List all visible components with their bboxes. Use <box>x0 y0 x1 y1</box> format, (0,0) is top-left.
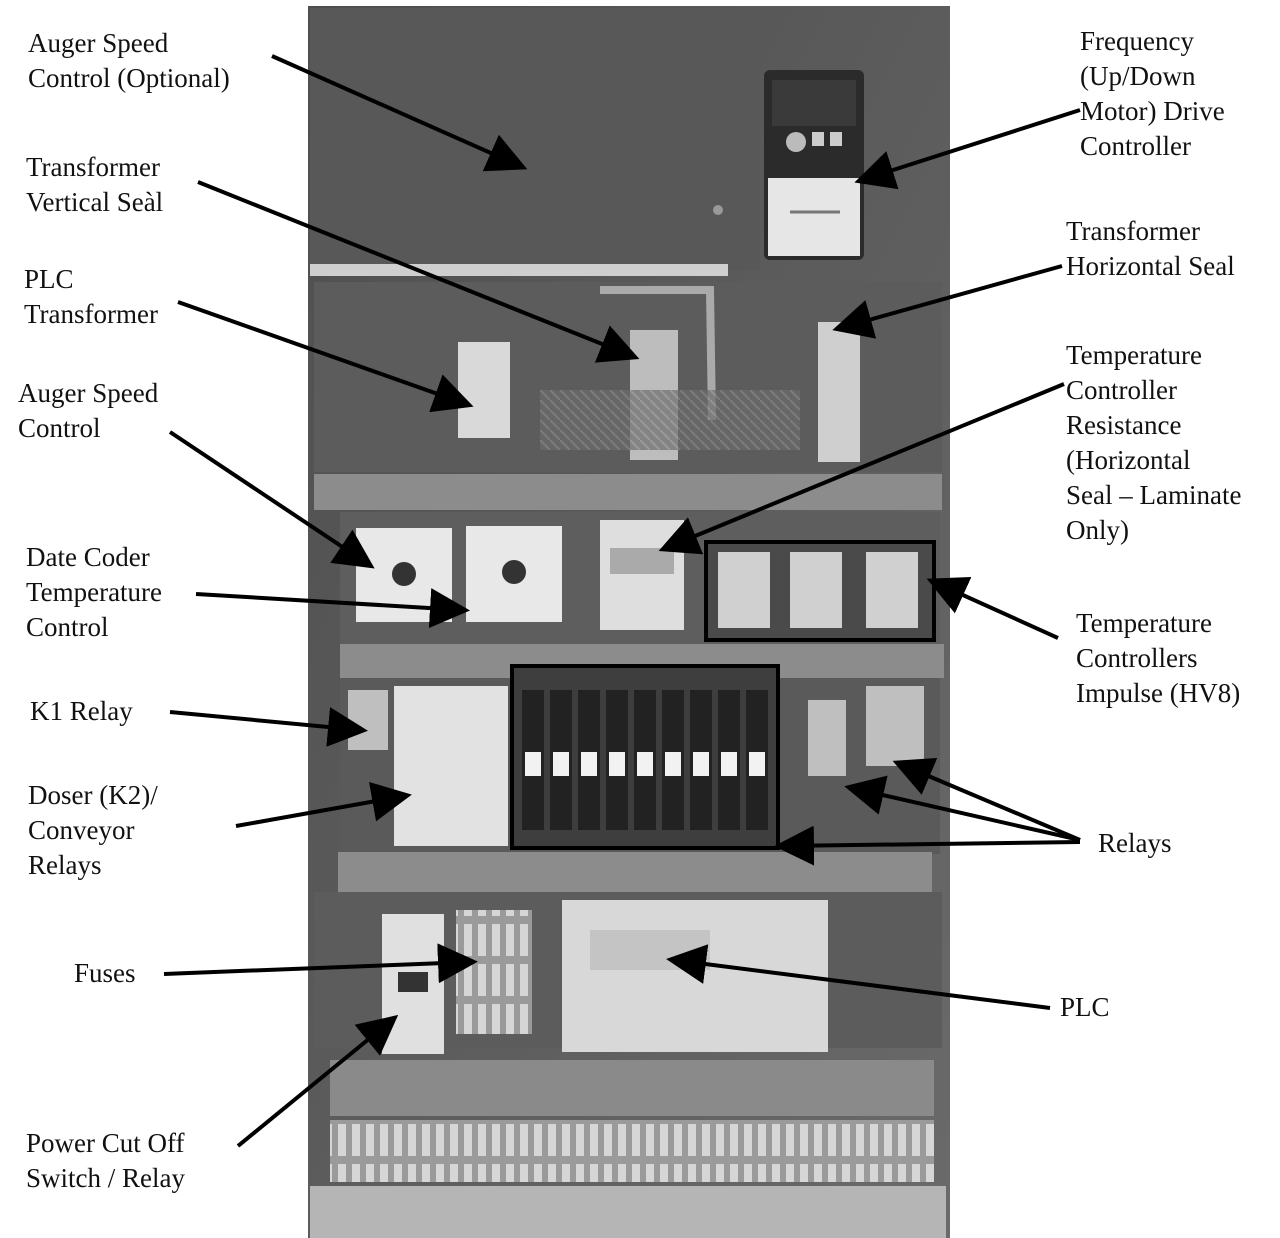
label-line: Control <box>26 612 109 642</box>
arrow-relays-3 <box>774 825 1081 866</box>
label-line: Vertical Seàl <box>26 187 164 217</box>
relay-window <box>693 752 709 776</box>
wire-duct <box>330 1060 934 1116</box>
relay-window <box>637 752 653 776</box>
frequency-drive-unit <box>764 70 864 260</box>
label-line: Relays <box>1098 828 1172 858</box>
label-line: Fuses <box>74 958 136 988</box>
label-line: Temperature <box>26 577 163 607</box>
relay-window <box>721 752 737 776</box>
label-plc: PLC <box>1060 990 1110 1025</box>
label-line: Control (Optional) <box>28 63 230 93</box>
arrow-k1-relay <box>169 707 368 747</box>
label-line: Transformer <box>24 299 158 329</box>
doser-conveyor-relays-unit <box>394 686 508 846</box>
label-line: Controller <box>1080 131 1191 161</box>
relay-window <box>609 752 625 776</box>
label-line: Transformer <box>26 152 160 182</box>
arrow-relays-1 <box>844 775 1081 842</box>
arrow-temp-impulse <box>926 576 1059 640</box>
label-line: Resistance <box>1066 410 1182 440</box>
label-line: Only) <box>1066 515 1129 545</box>
label-line: Switch / Relay <box>26 1163 185 1193</box>
arrow-power-cutoff <box>236 1014 399 1148</box>
arrow-auger-speed-optional <box>271 54 528 172</box>
label-line: (Horizontal <box>1066 445 1191 475</box>
label-line: Frequency <box>1080 26 1194 56</box>
arrow-fuses <box>163 943 478 984</box>
label-line: Controllers <box>1076 643 1198 673</box>
relay-unit <box>866 686 924 766</box>
rail <box>314 474 942 510</box>
label-line: Conveyor <box>28 815 135 845</box>
label-line: Transformer <box>1066 216 1200 246</box>
label-k1-relay: K1 Relay <box>30 694 133 729</box>
relay-window <box>553 752 569 776</box>
arrow-plc <box>666 944 1051 1010</box>
top-cover-plate <box>310 8 760 270</box>
arrow-transformer-vertical <box>197 180 640 363</box>
label-line: Temperature <box>1066 340 1203 370</box>
label-line: PLC <box>24 264 74 294</box>
label-relays: Relays <box>1098 826 1172 861</box>
label-line: Relays <box>28 850 102 880</box>
rail <box>338 852 932 892</box>
label-line: Doser (K2)/ <box>28 780 158 810</box>
relay-window <box>749 752 765 776</box>
arrow-doser <box>235 781 412 828</box>
label-fuses: Fuses <box>74 956 136 991</box>
wiring-area <box>540 390 800 450</box>
screw <box>713 205 723 215</box>
label-line: PLC <box>1060 992 1110 1022</box>
bottom-duct <box>310 1186 946 1238</box>
arrow-transformer-horizontal <box>832 264 1063 339</box>
arrow-frequency-drive <box>854 108 1081 190</box>
label-line: Date Coder <box>26 542 150 572</box>
relay-row <box>522 690 768 830</box>
arrow-date-coder <box>195 588 470 629</box>
relay-unit <box>808 700 846 776</box>
label-line: Controller <box>1066 375 1177 405</box>
arrow-auger-speed-control <box>168 430 375 569</box>
relay-window <box>665 752 681 776</box>
label-line: Seal – Laminate <box>1066 480 1242 510</box>
label-line: Temperature <box>1076 608 1213 638</box>
label-line: Power Cut Off <box>26 1128 185 1158</box>
label-line: Impulse (HV8) <box>1076 678 1241 708</box>
cable-bundle <box>600 286 716 421</box>
label-line: (Up/Down <box>1080 61 1196 91</box>
terminal-strip <box>330 1120 934 1182</box>
arrow-temp-resistance <box>658 382 1065 555</box>
label-line: Control <box>18 413 101 443</box>
label-line: Auger Speed <box>28 28 169 58</box>
relay-window <box>525 752 541 776</box>
arrow-relays-2 <box>892 758 1081 842</box>
horizontal-seal-transformer-unit <box>818 322 860 462</box>
label-line: Motor) Drive <box>1080 96 1225 126</box>
arrow-plc-transformer <box>177 300 474 413</box>
label-line: Auger Speed <box>18 378 159 408</box>
label-line: K1 Relay <box>30 696 133 726</box>
label-plc-transformer: PLC Transformer <box>24 262 158 332</box>
label-line: Horizontal Seal <box>1066 251 1235 281</box>
relay-window <box>581 752 597 776</box>
